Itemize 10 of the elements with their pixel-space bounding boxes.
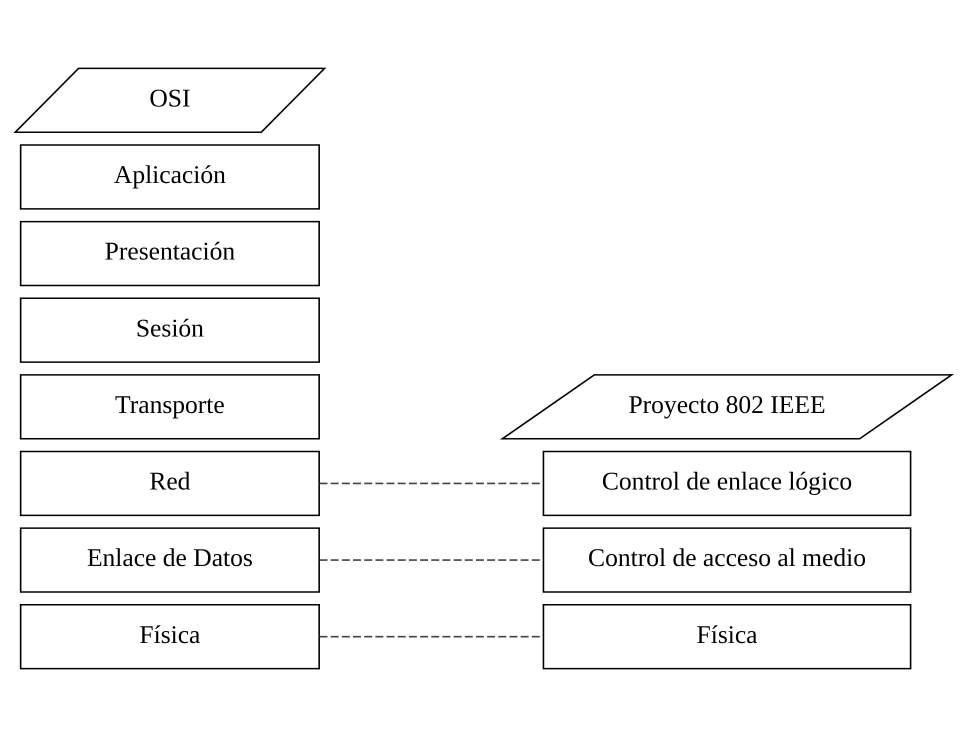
node-box: Red [20,450,320,516]
node-box: Enlace de Datos [20,526,320,592]
node-box: Física [542,603,912,669]
node-box: Control de enlace lógico [542,450,912,516]
node-box: Física [20,603,320,669]
node-box: Presentación [20,220,320,286]
node-box: Aplicación [20,144,320,210]
node-box: Transporte [20,374,320,440]
node-box: Control de acceso al medio [542,526,912,592]
node-box: Sesión [20,296,320,362]
